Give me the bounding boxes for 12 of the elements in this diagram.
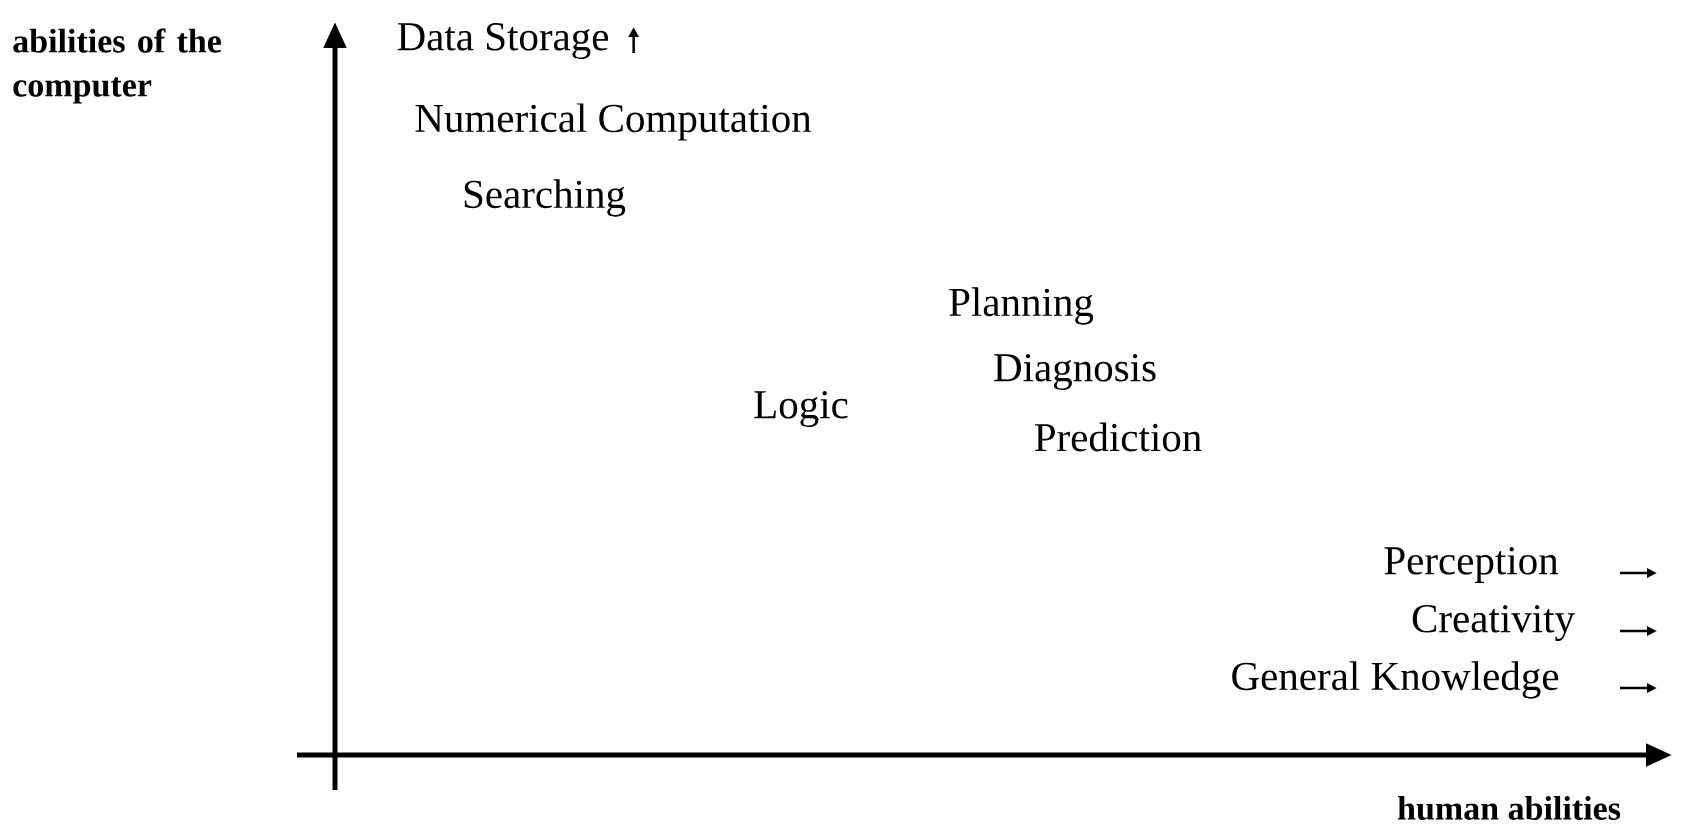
ability-label: Prediction (1034, 422, 1202, 452)
ability-label: Data Storage (397, 23, 609, 59)
ability-label: Planning (949, 287, 1094, 325)
ability-label: Creativity (1412, 605, 1575, 641)
ability-label: Diagnosis (994, 354, 1156, 390)
ability-label: Logic (754, 391, 848, 427)
ability-label: Numerical Computation (415, 103, 812, 141)
axis-title: abilities of the computer (13, 28, 221, 104)
axis-title: human abilities (1397, 796, 1621, 820)
ability-label: Searching (464, 179, 626, 217)
ability-label: Perception (1384, 547, 1559, 583)
ability-label: General Knowledge (1232, 661, 1559, 699)
